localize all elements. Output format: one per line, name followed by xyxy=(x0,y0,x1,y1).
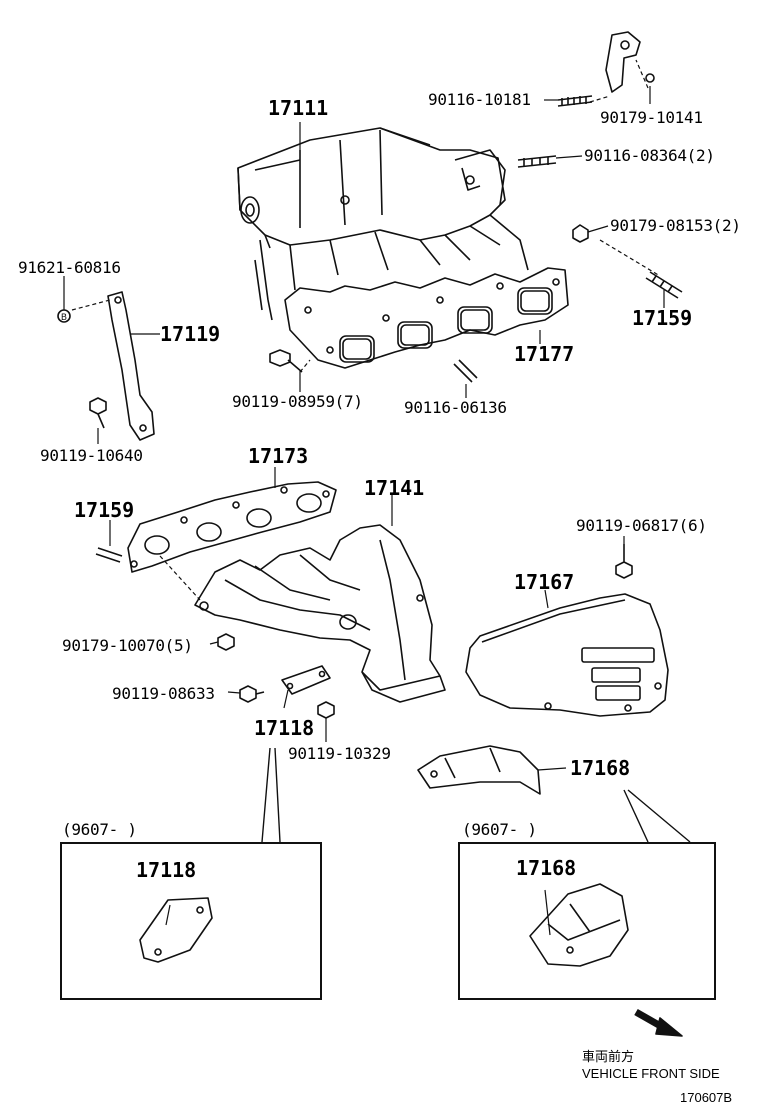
bolt-90119-10640 xyxy=(89,397,107,429)
label-90119-08633: 90119-08633 xyxy=(112,684,215,703)
label-90119-10640: 90119-10640 xyxy=(40,446,143,465)
inset-insulator-17168 xyxy=(529,883,629,967)
callout-left xyxy=(261,747,281,843)
label-90179-10141: 90179-10141 xyxy=(600,108,703,127)
label-90179-10070: 90179-10070(5) xyxy=(62,636,193,655)
label-90116-08364: 90116-08364(2) xyxy=(584,146,715,165)
bolt-90119-08959 xyxy=(269,349,303,373)
stud-17159-lower xyxy=(95,547,123,563)
direction-jp: 車両前方 xyxy=(582,1049,635,1064)
inset-bracket-17118 xyxy=(139,897,213,963)
label-90119-06817: 90119-06817(6) xyxy=(576,516,707,535)
figure-id: 170607B xyxy=(680,1090,733,1105)
label-17159-upper: 17159 xyxy=(632,306,693,330)
dashed-lines xyxy=(71,59,661,601)
nut-90179-08153 xyxy=(572,224,589,243)
bolt-90119-10329 xyxy=(317,701,335,719)
label-90119-08959: 90119-08959(7) xyxy=(232,392,363,411)
label-17111: 17111 xyxy=(268,96,329,120)
inset-left-range: (9607- ) xyxy=(62,820,137,839)
inset-right-part: 17168 xyxy=(516,856,577,880)
stud-90116-10181 xyxy=(557,95,593,107)
inset-box-left xyxy=(60,842,322,1000)
label-17177: 17177 xyxy=(514,342,575,366)
stay-17119: B xyxy=(57,291,155,441)
inset-box-right xyxy=(458,842,716,1000)
heat-insulator-17167 xyxy=(465,593,669,717)
exhaust-manifold-17141 xyxy=(194,524,446,703)
heat-insulator-17168 xyxy=(417,745,541,795)
nut-90179-10070 xyxy=(217,633,235,651)
bracket-90179-10141 xyxy=(605,31,655,93)
label-91621-60816: 91621-60816 xyxy=(18,258,121,277)
intake-manifold-17111 xyxy=(237,127,529,321)
stud-90116-06136 xyxy=(453,359,478,383)
inset-left-part: 17118 xyxy=(136,858,197,882)
bracket-17118 xyxy=(281,665,331,695)
label-17173: 17173 xyxy=(248,444,309,468)
leader-lines xyxy=(63,86,665,936)
inset-right-range: (9607- ) xyxy=(462,820,537,839)
direction-en: VEHICLE FRONT SIDE xyxy=(582,1066,720,1081)
label-17168: 17168 xyxy=(570,756,631,780)
label-90116-06136: 90116-06136 xyxy=(404,398,507,417)
callout-right xyxy=(623,789,691,843)
bolt-90119-08633 xyxy=(239,685,265,703)
label-90116-10181: 90116-10181 xyxy=(428,90,531,109)
label-17119: 17119 xyxy=(160,322,221,346)
label-90179-08153: 90179-08153(2) xyxy=(610,216,741,235)
label-90119-10329: 90119-10329 xyxy=(288,744,391,763)
stud-17159-upper xyxy=(645,271,683,299)
label-17141: 17141 xyxy=(364,476,425,500)
bolt-90119-06817 xyxy=(615,544,633,579)
manifold-flange-17177 xyxy=(284,267,569,369)
gasket-17173 xyxy=(127,481,337,573)
label-17159-lower: 17159 xyxy=(74,498,135,522)
svg-text:B: B xyxy=(61,313,67,323)
label-17167: 17167 xyxy=(514,570,575,594)
label-17118: 17118 xyxy=(254,716,315,740)
